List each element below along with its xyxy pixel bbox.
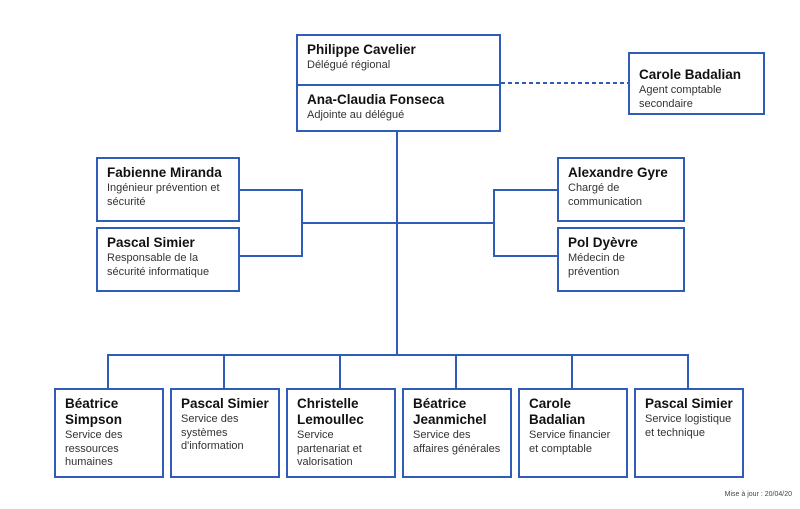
person-name: Ana-Claudia Fonseca (307, 92, 445, 107)
service-box-4: Béatrice Jeanmichel Service des affaires… (402, 388, 512, 478)
person-role: Chargé de communication (568, 182, 642, 208)
person-role: Agent comptable secondaire (639, 84, 722, 110)
staff-box-left-1: Fabienne Miranda Ingénieur prévention et… (96, 157, 240, 222)
person-role: Délégué régional (307, 59, 391, 71)
person-role: Service des affaires générales (413, 429, 501, 455)
head-divider (298, 84, 499, 86)
service-box-5: Carole Badalian Service financier et com… (518, 388, 628, 478)
head-box: Philippe Cavelier Délégué régional Ana-C… (296, 34, 501, 132)
person-name: Philippe Cavelier (307, 42, 416, 57)
person-name: Béatrice Jeanmichel (413, 396, 487, 427)
person-name: Fabienne Miranda (107, 165, 222, 180)
person-name: Christelle Lemoullec (297, 396, 364, 427)
service-box-2: Pascal Simier Service des systèmes d'inf… (170, 388, 280, 478)
person-role: Service partenariat et valorisation (297, 429, 362, 468)
staff-box-right-1: Alexandre Gyre Chargé de communication (557, 157, 685, 222)
person-name: Pol Dyèvre (568, 235, 638, 250)
staff-box-left-2: Pascal Simier Responsable de la sécurité… (96, 227, 240, 292)
update-date: Mise à jour : 20/04/20 (724, 491, 792, 498)
service-box-6: Pascal Simier Service logistique et tech… (634, 388, 744, 478)
person-name: Pascal Simier (645, 396, 733, 411)
person-name: Béatrice Simpson (65, 396, 123, 427)
staff-box-right-2: Pol Dyèvre Médecin de prévention (557, 227, 685, 292)
person-name: Carole Badalian (639, 67, 742, 82)
person-name: Pascal Simier (181, 396, 269, 411)
person-name: Pascal Simier (107, 235, 195, 250)
person-role: Service des systèmes d'information (181, 413, 244, 452)
person-role: Service financier et comptable (529, 429, 611, 455)
person-role: Responsable de la sécurité informatique (107, 252, 210, 278)
service-box-3: Christelle Lemoullec Service partenariat… (286, 388, 396, 478)
person-role: Médecin de prévention (568, 252, 625, 278)
person-role: Adjointe au délégué (307, 109, 405, 121)
person-role: Service logistique et technique (645, 413, 732, 439)
service-box-1: Béatrice Simpson Service des ressources … (54, 388, 164, 478)
associate-box: Carole Badalian Agent comptable secondai… (628, 52, 765, 115)
person-name: Alexandre Gyre (568, 165, 668, 180)
person-role: Ingénieur prévention et sécurité (107, 182, 220, 208)
person-role: Service des ressources humaines (65, 429, 123, 468)
person-name: Carole Badalian (529, 396, 586, 427)
